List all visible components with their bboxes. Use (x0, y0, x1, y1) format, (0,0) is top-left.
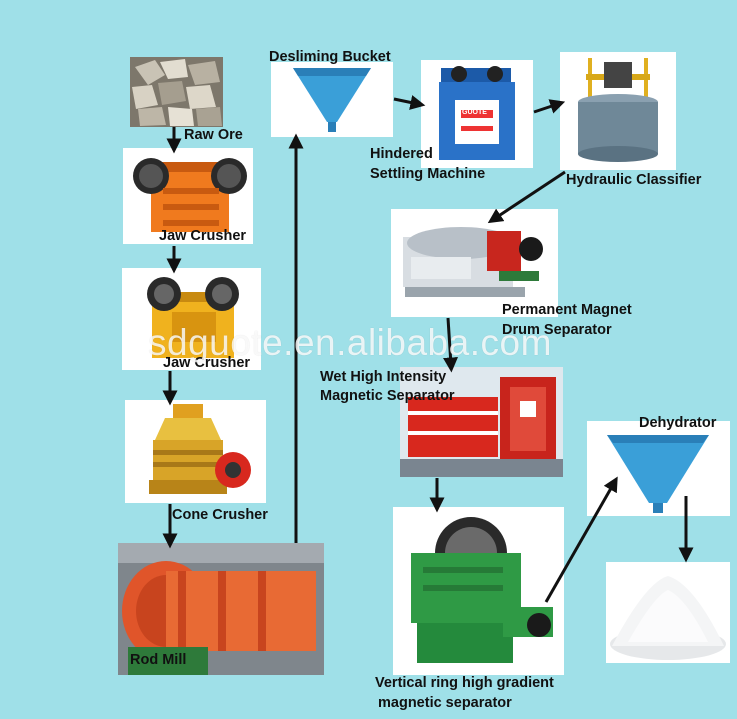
cone-crusher-card (125, 400, 266, 503)
label-wet-high-intensity: Wet High Intensity (320, 369, 447, 385)
jaw-crusher-2-card (122, 268, 261, 370)
desliming-bucket-card (271, 62, 393, 137)
arrow-bucket-to-settling (393, 95, 426, 110)
label-cone-crusher: Cone Crusher (172, 507, 268, 523)
raw-ore-image (130, 57, 223, 127)
permanent-magnet-drum-separator-card (391, 209, 558, 317)
label-raw-ore: Raw Ore (184, 127, 243, 143)
label-vertical-ring: Vertical ring high gradient (375, 675, 554, 691)
label-drum-separator: Drum Separator (502, 322, 612, 338)
watermark-text: sdguote.en.alibaba.com (148, 322, 552, 363)
label-desliming-bucket: Desliming Bucket (269, 49, 391, 65)
hindered-brand-text: GUOTE (462, 109, 487, 116)
label-dehydrator: Dehydrator (639, 415, 717, 431)
label-hindered: Hindered (370, 146, 433, 162)
wet-high-intensity-magnetic-separator-card (400, 367, 563, 477)
hydraulic-classifier-card (560, 52, 676, 170)
dehydrator-card (587, 421, 730, 516)
label-vertical-ring-separator: magnetic separator (378, 695, 512, 711)
arrow-settling-to-classifier (533, 99, 566, 114)
hindered-settling-machine-card: GUOTE (421, 60, 533, 168)
label-permanent-magnet: Permanent Magnet (502, 302, 632, 318)
label-rod-mill: Rod Mill (130, 652, 187, 668)
jaw-crusher-1-card (123, 148, 253, 244)
rod-mill-card (118, 543, 324, 675)
product-powder-image (606, 562, 730, 663)
vertical-ring-separator-card (393, 507, 564, 675)
label-jaw-crusher-2: Jaw Crusher (163, 355, 251, 371)
label-magnetic-separator: Magnetic Separator (320, 388, 455, 404)
label-settling-machine: Settling Machine (370, 166, 486, 182)
label-hydraulic-classifier: Hydraulic Classifier (566, 172, 702, 188)
label-jaw-crusher-1: Jaw Crusher (159, 228, 247, 244)
